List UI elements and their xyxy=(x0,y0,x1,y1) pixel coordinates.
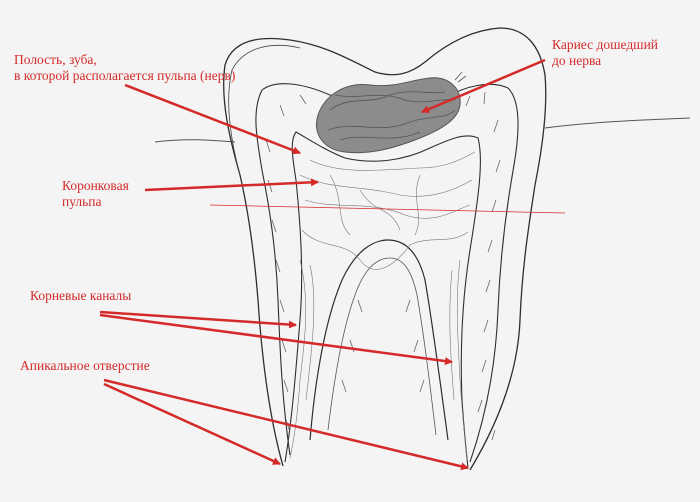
label-caries: Кариес дошедший до нерва xyxy=(552,37,658,69)
root-furcation-outline xyxy=(309,239,449,441)
arrow-caries xyxy=(421,58,546,114)
gum-line-left xyxy=(154,139,236,143)
caries-lesion xyxy=(316,71,467,154)
arrow-root-canal-left xyxy=(99,310,297,329)
arrow-crown-pulp xyxy=(144,178,319,192)
label-tooth-cavity: Полость, зуба, в которой располагается п… xyxy=(14,52,235,84)
label-tooth-cavity-line2: в которой располагается пульпа (нерв) xyxy=(14,68,236,83)
arrow-apical-left xyxy=(103,382,281,466)
label-caries-line1: Кариес дошедший xyxy=(552,37,659,52)
tooth-outer-outline xyxy=(223,27,547,471)
guide-line xyxy=(209,204,566,214)
annotation-arrows xyxy=(99,58,546,471)
label-crown-pulp-line2: пульпа xyxy=(62,194,102,209)
arrow-cavity xyxy=(124,83,301,155)
label-tooth-cavity-line1: Полость, зуба, xyxy=(14,52,97,67)
label-crown-pulp: Коронковая пульпа xyxy=(62,178,129,210)
inner-furcation-outline xyxy=(327,257,437,436)
arrow-apical-right xyxy=(103,378,469,471)
arrow-root-canal-right xyxy=(99,313,453,366)
label-caries-line2: до нерва xyxy=(552,53,602,68)
label-apical-foramen-text: Апикальное отверстие xyxy=(20,358,150,373)
dentin-hatching xyxy=(265,91,501,441)
tooth-outer-outline-sketch xyxy=(228,44,301,176)
pulp-chamber-outline xyxy=(284,131,481,469)
gum-line-right xyxy=(544,117,691,129)
label-root-canals-text: Корневые каналы xyxy=(30,288,132,303)
pulp-nerve-fibers xyxy=(289,151,476,461)
label-apical-foramen: Апикальное отверстие xyxy=(20,358,150,374)
label-crown-pulp-line1: Коронковая xyxy=(62,178,129,193)
label-root-canals: Корневые каналы xyxy=(30,288,131,304)
